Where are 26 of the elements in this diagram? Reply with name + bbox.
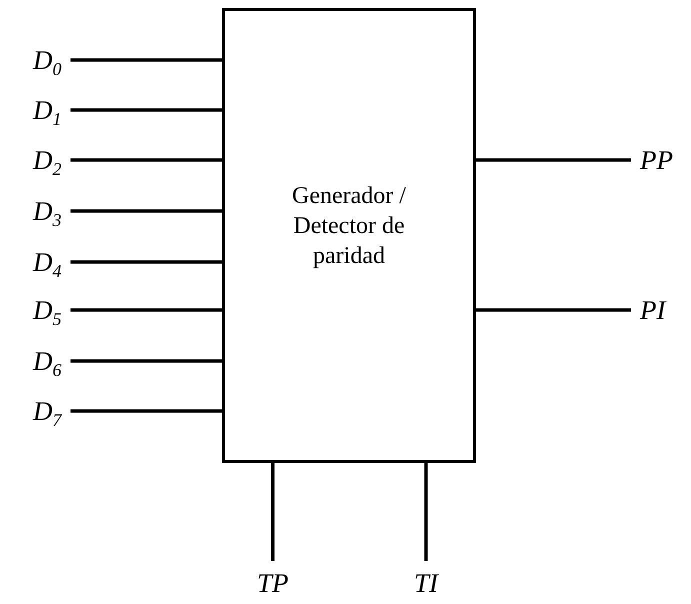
block-label: Generador / Detector de paridad — [291, 182, 407, 270]
signal-line — [271, 463, 274, 561]
signal-label: PP — [640, 146, 673, 174]
signal-label: D$_{1}$ — [33, 96, 62, 124]
signal-line — [70, 209, 222, 213]
signal-line — [70, 359, 222, 363]
signal-label: TP — [257, 570, 289, 597]
signal-label: D$_{4}$ — [33, 248, 62, 276]
signal-label: PI — [640, 296, 666, 324]
signal-label: TI — [414, 570, 438, 597]
signal-line — [70, 158, 222, 162]
signal-label: D$_{2}$ — [33, 146, 62, 174]
signal-label: D$_{3}$ — [33, 198, 62, 224]
signal-line — [476, 308, 631, 312]
signal-line — [476, 158, 631, 162]
signal-line — [70, 308, 222, 312]
signal-label: D$_{0}$ — [33, 46, 62, 74]
signal-line — [70, 260, 222, 264]
block-box — [222, 8, 476, 463]
signal-line — [424, 463, 428, 561]
signal-line — [70, 58, 222, 62]
signal-label: D$_{5}$ — [33, 296, 62, 324]
signal-line — [70, 108, 222, 112]
signal-label: D$_{6}$ — [33, 348, 62, 374]
signal-label: D$_{7}$ — [33, 398, 62, 424]
signal-line — [70, 409, 222, 413]
